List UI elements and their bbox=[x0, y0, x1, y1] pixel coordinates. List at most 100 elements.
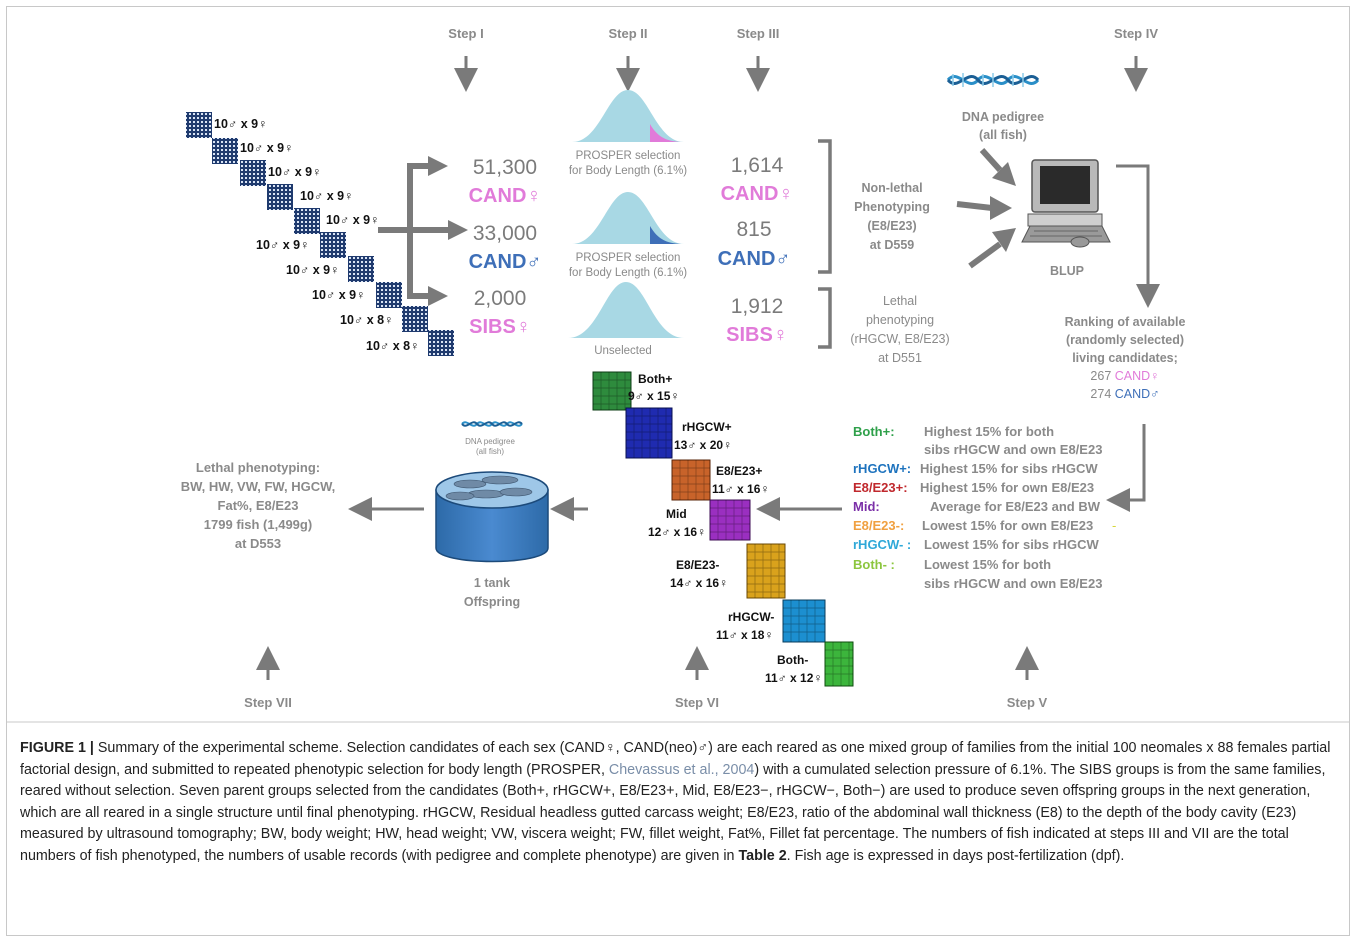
lethal-text: at D551 bbox=[878, 351, 922, 365]
group-count-cand-male: 33,000 bbox=[473, 222, 537, 245]
family-block-label: 10♂ x 9♀ bbox=[326, 213, 380, 227]
legend-key: Mid: bbox=[853, 499, 880, 514]
parent-group-cross: 14♂ x 16♀ bbox=[670, 576, 728, 590]
family-block bbox=[294, 208, 320, 234]
step-label: Step I bbox=[448, 26, 483, 41]
bracket-nonlethal bbox=[818, 139, 832, 274]
parent-group-name: rHGCW+ bbox=[682, 420, 732, 434]
parent-group-cross: 11♂ x 16♀ bbox=[712, 482, 769, 496]
tank-label: Offspring bbox=[464, 595, 520, 609]
legend-key: Both+: bbox=[853, 424, 895, 439]
caption-citation-link[interactable]: Chevassus et al., 2004 bbox=[608, 761, 755, 778]
caption-text: ) with a cumulated selection pressure of… bbox=[20, 761, 1326, 864]
parent-group-name: rHGCW- bbox=[728, 610, 774, 624]
offspring-lethal-text: Fat%, E8/E23 bbox=[218, 498, 299, 513]
legend-desc: Highest 15% for both bbox=[924, 424, 1054, 439]
split-arrows bbox=[378, 163, 450, 299]
legend-key: E8/E23+: bbox=[853, 480, 908, 495]
parent-group-block bbox=[709, 499, 751, 541]
group-count-sibs: 2,000 bbox=[474, 287, 527, 310]
caption-label: FIGURE 1 | bbox=[20, 740, 94, 756]
legend-desc: Lowest 15% for sibs rHGCW bbox=[924, 537, 1100, 552]
blup-label: BLUP bbox=[1050, 264, 1084, 278]
phenotyped-count-sibs: 1,912 bbox=[731, 295, 784, 318]
parent-group-block bbox=[671, 459, 711, 501]
parent-group-block bbox=[625, 407, 673, 459]
family-block-label: 10♂ x 9♀ bbox=[256, 238, 310, 252]
legend-desc: Highest 15% for own E8/E23 bbox=[920, 480, 1094, 495]
dna-pedigree-label: DNA pedigree bbox=[962, 110, 1044, 124]
family-blocks: 10♂ x 9♀ 10♂ x 9♀ 10♂ x 9♀ 10♂ x 9♀ 10♂ … bbox=[186, 112, 454, 356]
step-label: Step VI bbox=[675, 695, 719, 710]
parent-groups: Both+ 9♂ x 15♀ rHGCW+ 13♂ x 20♀ E8/E23+ … bbox=[592, 371, 854, 687]
caption-text: . Fish age is expressed in days post-fer… bbox=[786, 847, 1125, 864]
dna-pedigree-label: (all fish) bbox=[979, 128, 1027, 142]
dna-pedigree-small-label: (all fish) bbox=[476, 447, 504, 456]
ranking-text: (randomly selected) bbox=[1066, 333, 1184, 347]
family-block-label: 10♂ x 8♀ bbox=[366, 339, 420, 353]
legend-key: rHGCW+: bbox=[853, 461, 911, 476]
legend-desc: Average for E8/E23 and BW bbox=[930, 499, 1101, 514]
phenotyped-count-cand-female: 1,614 bbox=[731, 154, 784, 177]
caption-text: Summary of the experimental scheme. Sele… bbox=[20, 740, 1331, 778]
legend-desc: sibs rHGCW and own E8/E23 bbox=[924, 576, 1102, 591]
nonlethal-text: at D559 bbox=[870, 238, 915, 252]
offspring-lethal-text: BW, HW, VW, FW, HGCW, bbox=[181, 479, 336, 494]
family-block bbox=[376, 282, 402, 308]
parent-group-name: E8/E23+ bbox=[716, 464, 762, 478]
family-block-label: 10♂ x 9♀ bbox=[214, 117, 268, 131]
arrow-to-legend bbox=[1106, 424, 1146, 512]
step-label: Step VII bbox=[244, 695, 292, 710]
legend-desc: Highest 15% for sibs rHGCW bbox=[920, 461, 1098, 476]
group-count-cand-female: 51,300 bbox=[473, 156, 537, 179]
group-label-cand-male: CAND♂ bbox=[469, 251, 542, 273]
parent-group-cross: 12♂ x 16♀ bbox=[648, 525, 706, 539]
dna-pedigree-small-label: DNA pedigree bbox=[465, 437, 515, 446]
selection-label: Unselected bbox=[594, 345, 652, 357]
figure-frame bbox=[6, 6, 1350, 936]
parent-group-cross: 11♂ x 12♀ bbox=[765, 671, 822, 685]
family-block bbox=[240, 160, 266, 186]
group-label-sibs: SIBS♀ bbox=[469, 316, 531, 338]
parent-group-block bbox=[746, 543, 786, 599]
family-block bbox=[428, 330, 454, 356]
parent-group-name: Mid bbox=[666, 507, 687, 521]
parent-group-name: Both+ bbox=[638, 372, 672, 386]
group-label-cand-female: CAND♀ bbox=[469, 185, 542, 207]
family-block-label: 10♂ x 8♀ bbox=[340, 313, 394, 327]
step-arrows bbox=[256, 56, 1148, 680]
figure-caption: FIGURE 1 | Summary of the experimental s… bbox=[20, 738, 1336, 868]
ranking-text: living candidates; bbox=[1072, 351, 1178, 365]
caption-table-ref[interactable]: Table 2 bbox=[738, 847, 787, 864]
parent-group-block bbox=[782, 599, 826, 643]
family-block bbox=[402, 306, 428, 332]
parent-group-name: Both- bbox=[777, 653, 808, 667]
family-block-label: 10♂ x 9♀ bbox=[300, 189, 354, 203]
nonlethal-text: Non-lethal bbox=[861, 181, 922, 195]
dna-icon-small bbox=[461, 421, 523, 427]
family-block bbox=[267, 184, 293, 210]
split-arrowheads bbox=[428, 156, 468, 306]
family-block-label: 10♂ x 9♀ bbox=[286, 263, 340, 277]
arrowheads-to-blup bbox=[990, 162, 1016, 252]
dna-icon bbox=[946, 73, 1040, 87]
parent-group-block bbox=[824, 641, 854, 687]
legend-desc: sibs rHGCW and own E8/E23 bbox=[924, 442, 1102, 457]
family-block-label: 10♂ x 9♀ bbox=[268, 165, 322, 179]
arrows-to-blup bbox=[956, 147, 1003, 269]
phenotyped-label-cand-female: CAND♀ bbox=[721, 183, 794, 205]
bracket-lethal bbox=[818, 287, 832, 349]
phenotyped-label-sibs: SIBS♀ bbox=[726, 324, 788, 346]
family-block bbox=[348, 256, 374, 282]
ranking-text: Ranking of available bbox=[1065, 315, 1186, 329]
selection-label: for Body Length (6.1%) bbox=[569, 267, 687, 279]
step-label: Step V bbox=[1007, 695, 1048, 710]
parent-group-cross: 9♂ x 15♀ bbox=[628, 389, 679, 403]
legend-desc: Lowest 15% for own E8/E23 bbox=[922, 518, 1093, 533]
phenotyped-count-cand-male: 815 bbox=[736, 218, 771, 241]
arrow-to-ranking bbox=[1116, 164, 1160, 308]
step-label: Step III bbox=[737, 26, 780, 41]
parent-group-cross: 11♂ x 18♀ bbox=[716, 628, 773, 642]
offspring-lethal-text: Lethal phenotyping: bbox=[196, 460, 320, 475]
parent-group-block bbox=[592, 371, 632, 411]
